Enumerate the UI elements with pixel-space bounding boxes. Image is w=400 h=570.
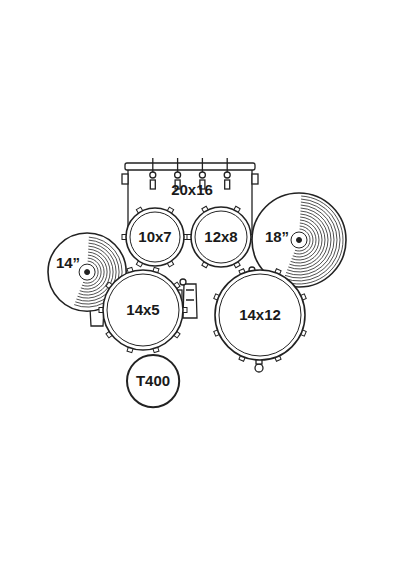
model-badge: T400 — [126, 354, 180, 408]
drum-head — [219, 274, 301, 356]
lug — [150, 172, 156, 178]
drum-hoop — [215, 270, 305, 360]
drum-head — [107, 274, 179, 346]
size-label: 14x5 — [126, 302, 159, 319]
badge-circle — [127, 355, 179, 407]
spur — [122, 174, 128, 184]
floor-tom-drum: 14x12 — [215, 270, 305, 360]
drum-hoop — [191, 207, 251, 267]
size-label: 20x16 — [171, 182, 213, 199]
lug — [199, 172, 205, 178]
cymbal-hole — [297, 238, 302, 243]
lug — [224, 172, 230, 178]
pedal-spring — [180, 279, 186, 285]
drum-hoop — [126, 208, 184, 266]
size-label: 14” — [56, 255, 80, 272]
cymbal-bell — [291, 232, 307, 248]
snare-drum: 14x5 — [103, 270, 183, 350]
size-label: 18” — [265, 229, 289, 246]
size-label: T400 — [136, 373, 170, 390]
cymbal-hole — [85, 270, 90, 275]
lug — [175, 172, 181, 178]
bass-hoop — [125, 163, 255, 170]
size-label: 10x7 — [138, 229, 171, 246]
spur — [252, 174, 258, 184]
tension-rod — [202, 158, 203, 172]
tom-drum: 10x7 — [126, 208, 184, 266]
drum-head — [130, 212, 180, 262]
bass-pedal-detail — [186, 290, 194, 300]
floor-tom-leg — [255, 364, 263, 372]
tension-rod — [227, 158, 228, 172]
size-label: 14x12 — [239, 307, 281, 324]
cymbal-bell — [79, 264, 95, 280]
lug — [150, 180, 155, 189]
tom-drum: 12x8 — [191, 207, 251, 267]
size-label: 12x8 — [204, 229, 237, 246]
drum-hoop — [103, 270, 183, 350]
lug — [225, 180, 230, 189]
tension-rod — [152, 158, 153, 172]
tension-rod — [177, 158, 178, 172]
cymbal-lathing — [283, 196, 343, 284]
drum-head — [195, 211, 247, 263]
